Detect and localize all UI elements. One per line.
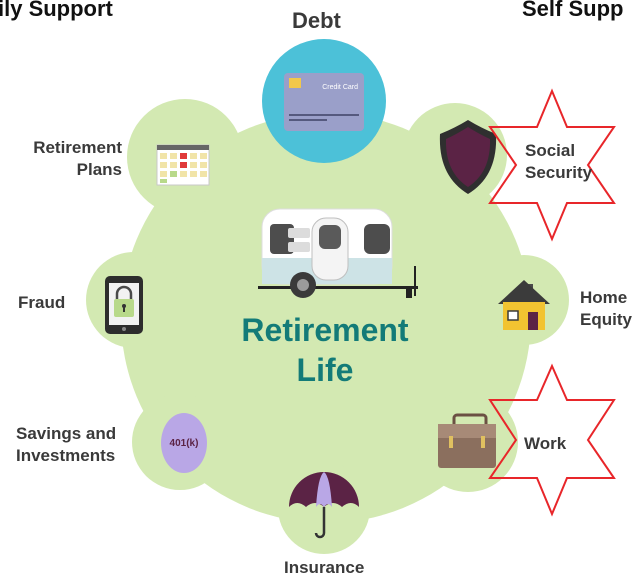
house-icon	[498, 280, 550, 330]
debt-label: Debt	[292, 8, 341, 33]
nest-egg-icon: 401(k)	[161, 413, 207, 473]
savings-investments-label-line1: Savings and	[16, 424, 117, 443]
credit-card-text: Credit Card	[322, 84, 358, 91]
home-equity-label-line1: Home	[580, 288, 628, 307]
savings-investments-label-line2: Investments	[16, 446, 116, 465]
credit-card-icon: Credit Card	[262, 39, 386, 163]
insurance-label: Insurance	[284, 558, 365, 577]
work-star-outline	[488, 363, 616, 517]
shield-icon	[439, 120, 497, 194]
camper-trailer-icon	[258, 208, 418, 298]
social-security-label-line2: Security	[525, 163, 593, 182]
cut-off-self-support-heading: Self Supp	[522, 0, 624, 21]
social-security-star-outline	[488, 88, 616, 242]
retirement-plans-label-line2: Plans	[76, 160, 122, 179]
cut-off-family-support-heading: ily Support	[0, 0, 113, 21]
umbrella-icon	[289, 472, 359, 539]
retirement-plans-label-line1: Retirement	[33, 138, 122, 157]
center-title-retirement: Retirement	[241, 312, 409, 348]
calendar-icon	[156, 144, 210, 186]
briefcase-icon	[438, 413, 496, 468]
locked-phone-icon	[105, 276, 143, 334]
center-title-life: Life	[296, 352, 354, 388]
home-equity-label-line2: Equity	[580, 310, 632, 329]
social-security-label-line1: Social	[525, 141, 576, 160]
work-label: Work	[524, 434, 567, 453]
fraud-label: Fraud	[18, 293, 66, 312]
egg-label: 401(k)	[170, 438, 199, 449]
